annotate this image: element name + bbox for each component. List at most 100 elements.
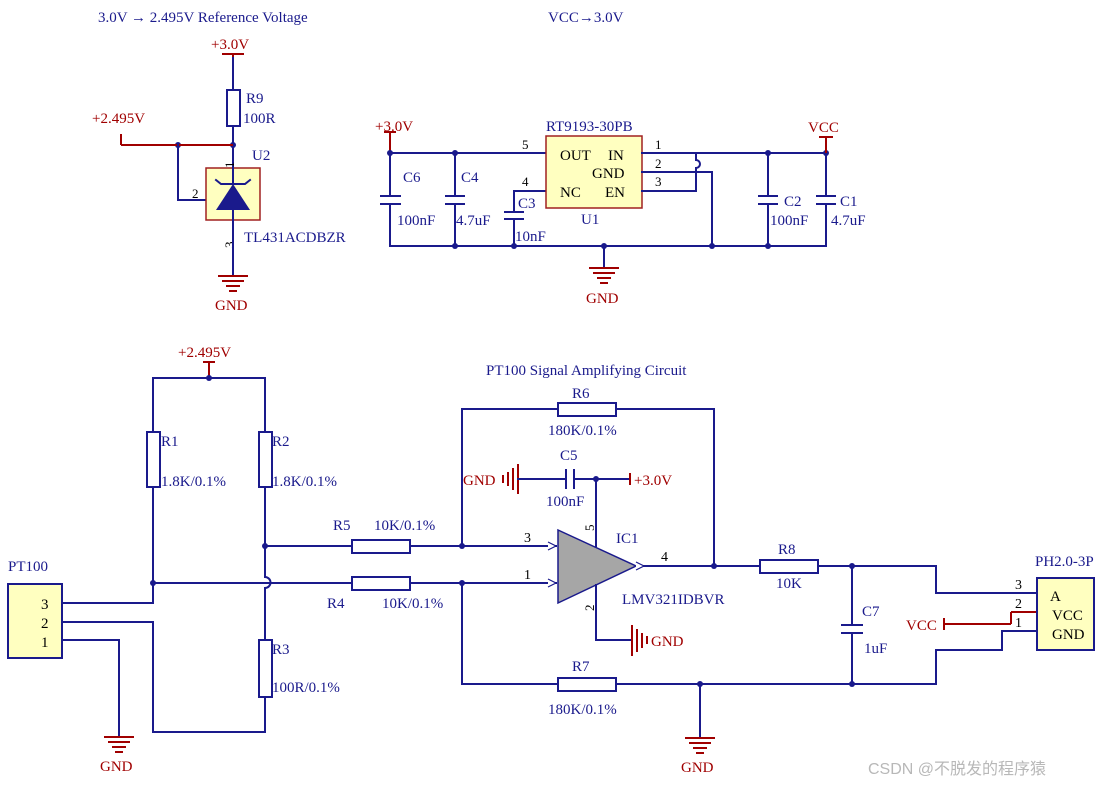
pt100-pin-1: 1: [41, 635, 49, 651]
c6-value: 100nF: [397, 213, 435, 229]
ic1-pin-2: 2: [582, 605, 597, 612]
r6-ref: R6: [572, 386, 590, 402]
u2-pin-2: 2: [192, 186, 199, 201]
ground-symbol-amp: GND: [681, 737, 715, 776]
u2-part: TL431ACDBZR: [244, 230, 346, 246]
r5-value: 10K/0.1%: [374, 518, 435, 534]
ground-symbol-reg: GND: [586, 267, 619, 307]
r2-value: 1.8K/0.1%: [272, 474, 337, 490]
resistor-r3: [258, 639, 273, 698]
u2-pin-1: 1: [222, 162, 237, 169]
u1-ref: U1: [581, 212, 599, 228]
u1-pin-2: 2: [655, 156, 662, 171]
ic1-ref: IC1: [616, 531, 639, 547]
c4-ref: C4: [461, 170, 479, 186]
ic1-pin-4: 4: [661, 550, 668, 565]
ph-pin-name-a: A: [1050, 589, 1061, 605]
power-port-v30-reg: +3.0V: [375, 119, 413, 153]
power-port-v2495-ref: +2.495V: [92, 111, 233, 146]
pt100-ref: PT100: [8, 559, 48, 575]
u1-part: RT9193-30PB: [546, 119, 633, 135]
ph-pin-3: 3: [1015, 578, 1022, 593]
resistor-r8: [759, 559, 819, 574]
ground-symbol-c5: GND: [463, 464, 519, 494]
r1-value: 1.8K/0.1%: [161, 474, 226, 490]
connector-ph2-3p: [1036, 577, 1095, 651]
reference-circuit: +3.0V R9 100R +2.495V 1 2 3 U2 TL431ACDB…: [92, 37, 346, 314]
r8-value: 10K: [776, 576, 802, 592]
resistor-r7: [557, 677, 617, 692]
r2-ref: R2: [272, 434, 290, 450]
resistor-r6: [557, 402, 617, 417]
u1-pin-1: 1: [655, 137, 662, 152]
ph-pin-1: 1: [1015, 616, 1022, 631]
ic1-pin-3: 3: [524, 531, 531, 546]
r1-ref: R1: [161, 434, 179, 450]
net-label-v30: +3.0V: [634, 473, 672, 489]
power-port-v2495-amp: +2.495V: [178, 345, 231, 378]
resistor-r1: [146, 431, 161, 488]
r6-value: 180K/0.1%: [548, 423, 617, 439]
u2-pin-3: 3: [222, 242, 237, 249]
c5-ref: C5: [560, 448, 578, 464]
resistor-r4: [351, 576, 411, 591]
c5-value: 100nF: [546, 494, 584, 510]
gnd-label-ref: GND: [215, 298, 248, 314]
r4-ref: R4: [327, 596, 345, 612]
power-port-vcc-out: VCC: [906, 611, 1037, 634]
r3-ref: R3: [272, 642, 290, 658]
regulator-circuit: +3.0V C6 100nF C4 4.7uF C3 10nF 4 5 OUT …: [375, 119, 866, 307]
c1-value: 4.7uF: [831, 213, 866, 229]
c4-value: 4.7uF: [456, 213, 491, 229]
gnd-label-c5: GND: [463, 473, 496, 489]
ground-symbol-ic1: GND: [631, 625, 684, 656]
r9-ref: R9: [246, 91, 264, 107]
resistor-r2: [258, 431, 273, 488]
c3-value: 10nF: [515, 229, 546, 245]
net-label-v2495: +2.495V: [92, 111, 145, 127]
ph-ref: PH2.0-3P: [1035, 554, 1094, 570]
pt100-pin-3: 3: [41, 597, 49, 613]
tl431-diode-symbol: [216, 184, 250, 210]
u1-pin-name-nc: NC: [560, 185, 581, 201]
resistor-r9: [226, 89, 241, 127]
ic1-part: LMV321IDBVR: [622, 592, 725, 608]
u2-ref: U2: [252, 148, 270, 164]
power-port-v30-amp: +3.0V: [629, 473, 672, 489]
connector-pt100: [7, 583, 63, 659]
u1-pin-3: 3: [655, 174, 662, 189]
resistor-r5: [351, 539, 411, 554]
r5-ref: R5: [333, 518, 351, 534]
c1-ref: C1: [840, 194, 858, 210]
gnd-label-reg: GND: [586, 291, 619, 307]
pt100-pin-2: 2: [41, 616, 49, 632]
power-port-v30-ref: +3.0V: [211, 37, 249, 58]
u1-pin-4: 4: [522, 174, 529, 189]
ground-symbol-pt100: GND: [100, 736, 134, 775]
gnd-label-ic1: GND: [651, 634, 684, 650]
c2-ref: C2: [784, 194, 802, 210]
ph-pin-name-vcc: VCC: [1052, 608, 1083, 624]
gnd-label-pt100: GND: [100, 759, 133, 775]
r3-value: 100R/0.1%: [272, 680, 340, 696]
ph-pin-2: 2: [1015, 597, 1022, 612]
gnd-label-amp: GND: [681, 760, 714, 776]
u1-pin-name-en: EN: [605, 185, 625, 201]
ic1-pin-1: 1: [524, 568, 531, 583]
ic1-pin-5: 5: [582, 525, 597, 532]
u1-pin-5: 5: [522, 137, 529, 152]
c3-ref: C3: [518, 196, 536, 212]
watermark: CSDN @不脱发的程序猿: [868, 760, 1046, 778]
amplifier-circuit: +2.495V R1 1.8K/0.1% R2 1.8K/0.1% R3 100…: [7, 345, 1095, 776]
net-label-vcc: VCC: [808, 120, 839, 136]
net-label-v2495: +2.495V: [178, 345, 231, 361]
c7-ref: C7: [862, 604, 880, 620]
net-label-v30: +3.0V: [211, 37, 249, 53]
regulator-section-title: VCC→3.0V: [548, 10, 624, 26]
u1-pin-name-in: IN: [608, 148, 624, 164]
c2-value: 100nF: [770, 213, 808, 229]
reference-section-title: 3.0V → 2.495V Reference Voltage: [98, 10, 308, 26]
r7-value: 180K/0.1%: [548, 702, 617, 718]
power-port-vcc-reg: VCC: [808, 120, 839, 153]
r7-ref: R7: [572, 659, 590, 675]
